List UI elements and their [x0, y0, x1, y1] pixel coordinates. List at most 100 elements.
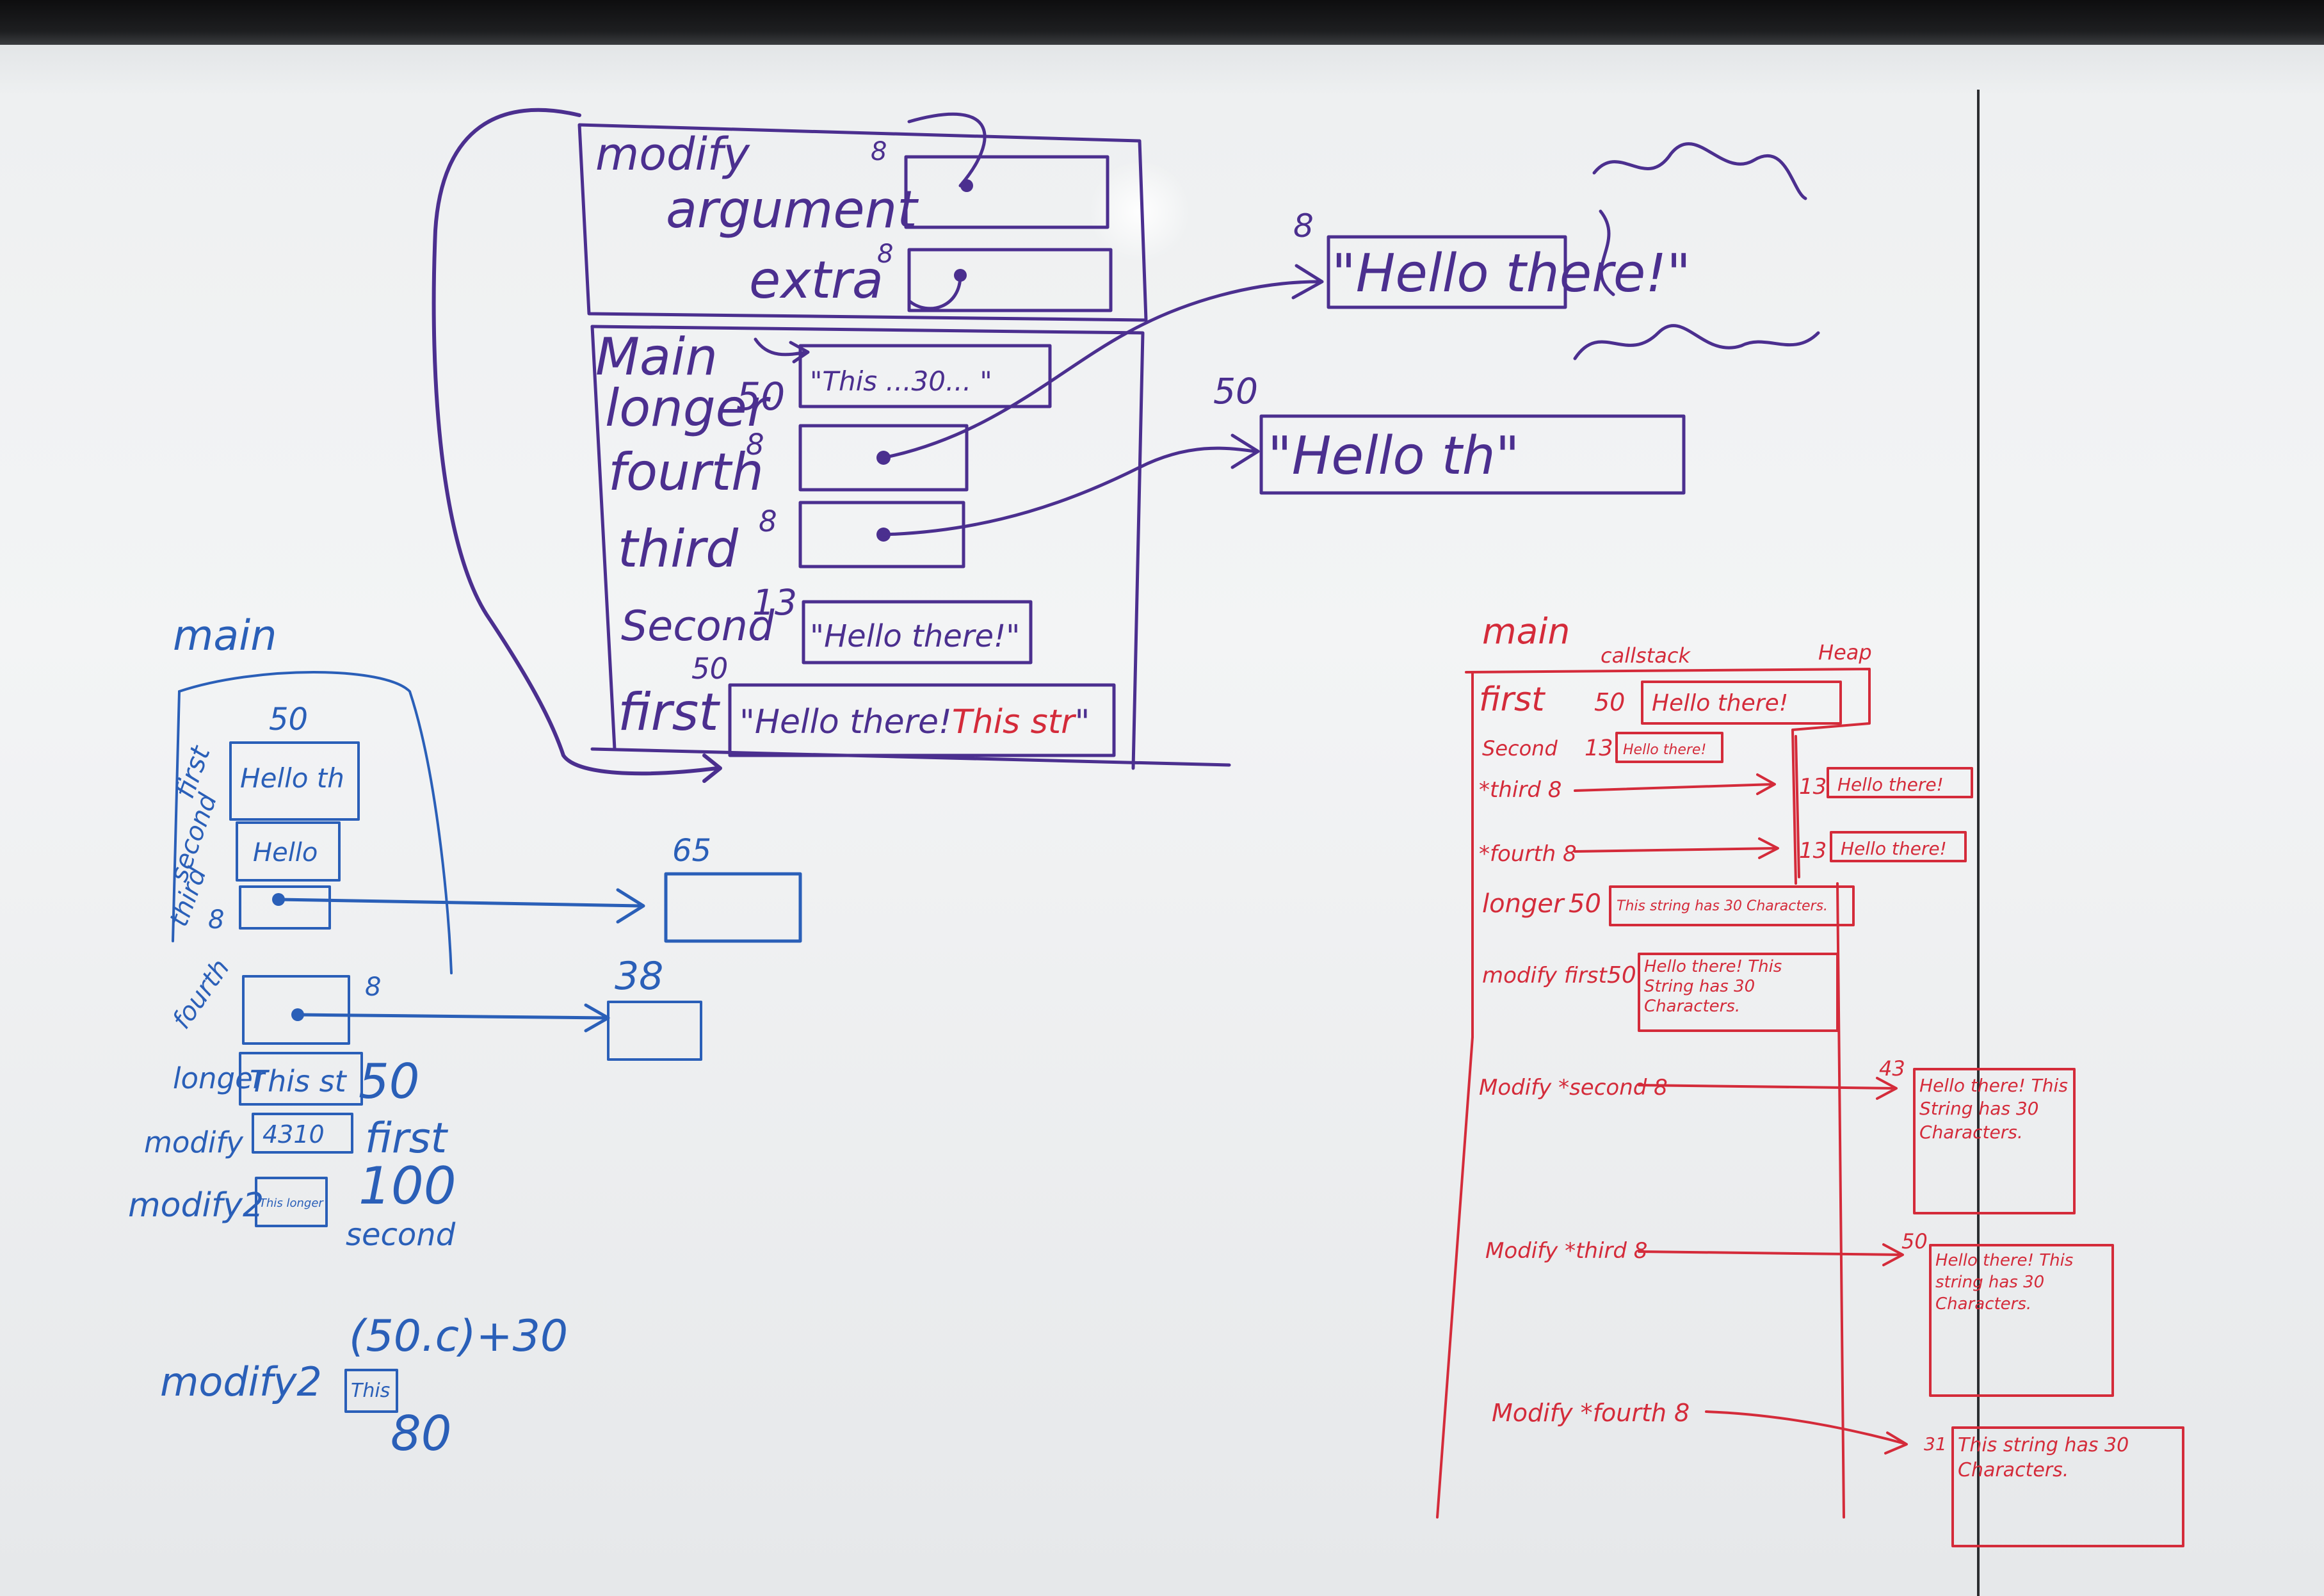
red-modify-first-box	[1638, 953, 1839, 1032]
red-longer-label: longer	[1482, 889, 1565, 919]
red-modify-fourth-heap-size: 31	[1924, 1433, 1947, 1455]
argument-pointer-dot	[960, 179, 973, 192]
red-longer-box	[1609, 885, 1855, 926]
second-label: Second	[621, 602, 775, 650]
red-modify-first-value: Hello there! This String has 30 Characte…	[1644, 957, 1782, 1017]
red-first-value: Hello there!	[1652, 690, 1788, 716]
red-modify-first-value-wrap: Hello there! This String has 30 Characte…	[1644, 957, 1782, 1017]
red-modify-third-label: Modify *third 8	[1485, 1238, 1647, 1264]
blue-third-arrow	[277, 888, 645, 924]
blue-fourth-box	[242, 975, 350, 1045]
extra-label: extra	[749, 250, 884, 310]
red-longer-size: 50	[1569, 889, 1601, 919]
red-modify-third-arrow	[1638, 1243, 1904, 1266]
blue-main-arc	[178, 671, 453, 974]
first-value: "Hello there!This str"	[739, 703, 1090, 741]
modify-frame	[577, 123, 1148, 322]
blue-size-50: 50	[269, 702, 308, 738]
heap1-box	[1327, 235, 1567, 309]
red-first-label: first	[1479, 681, 1545, 719]
red-modify-second-label: Modify *second 8	[1479, 1075, 1668, 1100]
red-fourth-heap-value: Hello there!	[1841, 838, 1947, 859]
red-modify-second-value-wrap: Hello there! This String has 30 Characte…	[1919, 1075, 2068, 1143]
blue-second-value: Hello	[253, 838, 318, 867]
red-third-heap-value: Hello there!	[1837, 774, 1944, 795]
red-modify-second-arrow	[1638, 1077, 1898, 1100]
blue-expr: (50.c)+30	[349, 1311, 568, 1362]
blue-modify-box	[252, 1113, 353, 1154]
blue-fourth-label: fourth	[167, 954, 236, 1035]
blue-diagram: main 50 first Hello th second Hello thir…	[128, 612, 802, 1462]
longer-size: 50	[736, 375, 785, 419]
second-value: "Hello there!"	[810, 618, 1020, 654]
whiteboard-frame	[0, 0, 2324, 45]
blue-modify2-value: This longer	[259, 1197, 324, 1210]
second-box	[802, 600, 1033, 665]
longer-value: "This ...30... "	[810, 366, 992, 397]
third-pointer-arrow	[882, 446, 1257, 536]
main-frame	[590, 325, 1145, 770]
red-modify-fourth-label: Modify *fourth 8	[1492, 1399, 1690, 1427]
blue-main-left	[172, 690, 181, 942]
first-label: first	[618, 682, 720, 742]
heap1-brace	[1599, 209, 1615, 296]
heap2-box	[1259, 414, 1686, 495]
red-fourth-arrow	[1574, 837, 1779, 859]
blue-longer-box	[239, 1052, 363, 1106]
red-modify-second-heap-size: 43	[1879, 1056, 1905, 1081]
blue-main-label: main	[173, 612, 277, 660]
argument-label: argument	[666, 180, 919, 239]
red-second-size: 13	[1585, 736, 1613, 761]
red-diagram: main callstack Heap first 50 Hello there…	[1436, 611, 2184, 1547]
red-heap-label: Heap	[1818, 640, 1872, 665]
longer-box	[798, 344, 1052, 408]
red-callstack-frame	[1465, 668, 1871, 885]
red-second-value: Hello there!	[1623, 742, 1706, 758]
heap2-value: "Hello th"	[1268, 426, 1519, 487]
blue-heap-box-a	[664, 872, 802, 943]
red-modify-first-size: 50	[1607, 962, 1636, 988]
fourth-pointer-arrow	[882, 280, 1321, 460]
red-modify-fourth-value-wrap: This string has 30 Characters.	[1958, 1434, 2129, 1481]
extra-box	[907, 248, 1113, 312]
third-arrowhead	[1231, 433, 1260, 469]
blue-heap-box-b	[607, 1001, 702, 1061]
fourth-box	[798, 424, 969, 492]
fourth-label: fourth	[608, 442, 764, 502]
blue-modify2b-box	[344, 1369, 398, 1413]
red-heap-divider-top	[1795, 735, 1800, 878]
first-size: 50	[691, 652, 728, 686]
red-modify-third-heap-value: Hello there! This string has 30 Characte…	[1935, 1251, 2074, 1314]
fourth-size: 8	[746, 428, 764, 462]
third-label: third	[618, 519, 739, 579]
red-fourth-label: *fourth 8	[1479, 841, 1577, 867]
main-label: Main	[595, 327, 718, 387]
red-modify-fourth-arrow	[1705, 1410, 1908, 1455]
red-modify-third-heap-box	[1929, 1244, 2114, 1397]
red-third-heap-size: 13	[1799, 774, 1827, 800]
argument-size: 8	[871, 137, 887, 166]
blue-third-box	[239, 885, 331, 930]
blue-size-80: 80	[391, 1405, 451, 1462]
blue-fourth-arrow	[296, 1003, 610, 1033]
third-box	[798, 501, 965, 568]
red-fourth-heap-size: 13	[1799, 838, 1827, 864]
argument-loop-arrow	[907, 112, 987, 188]
red-second-box	[1615, 732, 1723, 763]
red-modify-third-heap-size: 50	[1901, 1229, 1928, 1253]
first-box	[728, 683, 1116, 757]
blue-size-100: 100	[359, 1156, 456, 1216]
red-modify-third-value-wrap: Hello there! This string has 30 Characte…	[1935, 1251, 2074, 1314]
blue-first-label: first	[168, 741, 216, 802]
whiteboard-seam	[1977, 90, 1980, 1596]
red-modify-first-label: modify first	[1482, 963, 1608, 988]
purple-diagram: modify argument 8 extra 8 Main longer 50…	[432, 108, 1820, 783]
argument-box	[904, 155, 1110, 229]
purple-loop-arrow	[432, 108, 719, 776]
red-third-heap-box	[1827, 767, 1973, 798]
red-modify-fourth-heap-value: This string has 30 Characters.	[1958, 1434, 2129, 1481]
red-modify-second-heap-value: Hello there! This String has 30 Characte…	[1919, 1075, 2068, 1143]
red-fourth-heap-box	[1830, 831, 1967, 862]
blue-modify2b-value: This	[351, 1380, 390, 1402]
